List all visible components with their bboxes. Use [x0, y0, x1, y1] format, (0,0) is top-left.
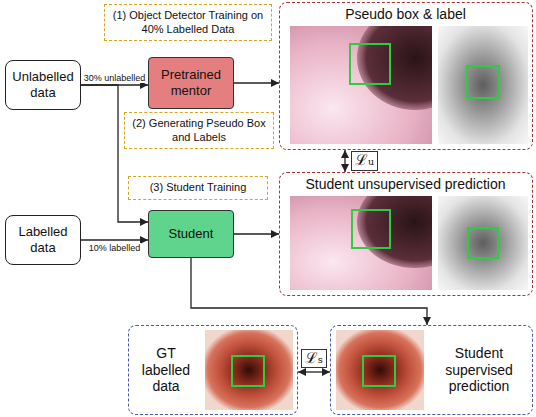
box-label: Student [169, 226, 214, 242]
colon-image [232, 356, 264, 386]
endoscopy-image [352, 210, 390, 248]
loss-label: ℒᵤ [351, 151, 378, 170]
text-holder: Pseudo box & label [280, 6, 531, 23]
endoscopy-image [357, 26, 432, 110]
tunnel-image [467, 66, 499, 98]
text-holder: Student unsupervised prediction [280, 176, 531, 193]
step-note: (2) Generating Pseudo Box and Labels [124, 112, 274, 149]
loss-label: ℒₛ [301, 349, 327, 368]
panel-heading: Student unsupervised prediction [280, 176, 531, 193]
colon-image [205, 330, 293, 410]
flow-label: 10% labelled [88, 243, 142, 253]
flow-arrow [344, 150, 345, 172]
box-label: (2) Generating Pseudo Box and Labels [129, 117, 269, 143]
step-note: (1) Object Detector Training on 40% Labe… [104, 4, 272, 41]
flow-arrow [234, 82, 279, 83]
endoscopy-image [350, 44, 390, 84]
colon-image [336, 330, 424, 410]
flow-arrow [298, 371, 330, 372]
tunnel-image [468, 228, 498, 258]
flow-arrow [191, 258, 427, 325]
text-holder: GT labelled data [133, 345, 199, 395]
flow-label: 30% unlabelled [83, 73, 147, 83]
box-label: (1) Object Detector Training on 40% Labe… [109, 9, 267, 35]
flow-arrow [234, 233, 279, 234]
colon-image [205, 330, 293, 410]
panel-heading: Pseudo box & label [280, 6, 531, 23]
model-box: Student [148, 210, 234, 258]
flow-arrow [81, 239, 148, 240]
panel-heading: Student supervised prediction [429, 345, 529, 395]
colon-image [363, 356, 395, 386]
model-box: Pretrained mentor [148, 57, 234, 109]
data-box: Unlabelled data [5, 60, 81, 110]
box-label: (3) Student Training [150, 181, 247, 194]
result-panel: Student supervised prediction [330, 325, 533, 415]
tunnel-image [438, 26, 528, 144]
flow-arrow [81, 85, 148, 222]
box-label: Pretrained mentor [153, 67, 229, 98]
box-label: Unlabelled data [10, 69, 76, 100]
box-label: Labelled data [10, 224, 76, 255]
tunnel-image [438, 26, 528, 144]
result-panel: GT labelled data [128, 325, 298, 415]
result-panel: Student unsupervised prediction [279, 172, 533, 296]
tunnel-image [438, 196, 528, 290]
endoscopy-image [357, 26, 432, 110]
endoscopy-image [357, 196, 432, 268]
result-panel: Pseudo box & label [279, 2, 533, 150]
text-holder: Student supervised prediction [429, 345, 529, 395]
step-note: (3) Student Training [128, 176, 268, 200]
colon-image [336, 330, 424, 410]
endoscopy-image [357, 196, 432, 268]
panel-heading: GT labelled data [133, 345, 199, 395]
data-box: Labelled data [5, 215, 81, 265]
tunnel-image [438, 196, 528, 290]
